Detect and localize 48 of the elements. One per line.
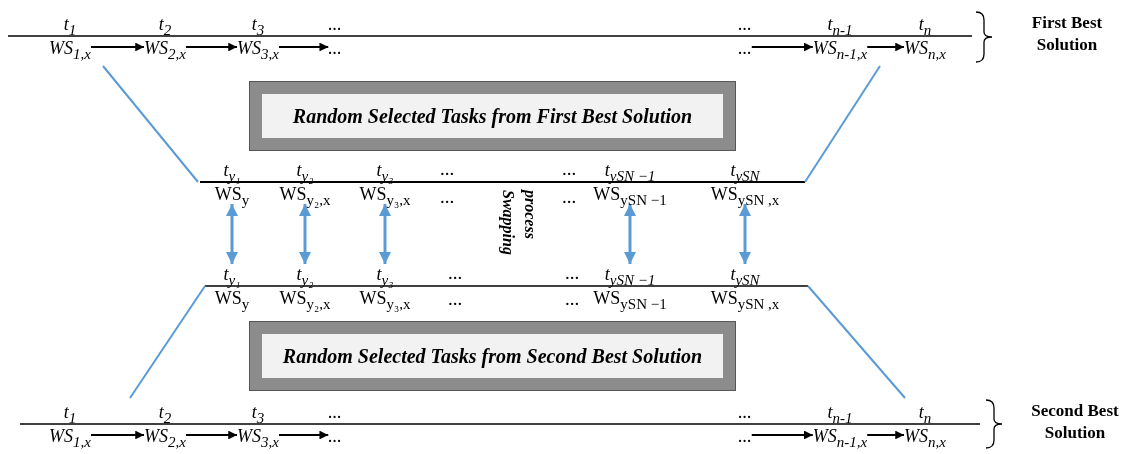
arrow xyxy=(278,430,329,440)
arrow xyxy=(299,204,311,264)
arrow xyxy=(751,42,813,52)
banner-box xyxy=(250,82,735,150)
arrow xyxy=(90,42,145,52)
arrow xyxy=(90,430,145,440)
workstation-label: ... xyxy=(328,38,342,58)
workstation-label: ... xyxy=(738,426,752,446)
task-label: t$_{1}$ xyxy=(62,402,78,422)
banner-title: Random Selected Tasks from First Best Solution xyxy=(292,104,693,128)
arrow xyxy=(185,42,238,52)
arrow xyxy=(379,204,391,264)
ellipsis-text: ... xyxy=(565,262,580,284)
task-label: t$_{3}$ xyxy=(250,14,266,34)
task-label: ... xyxy=(328,402,342,422)
arrow xyxy=(278,42,329,52)
task-label: t$_{n-1}$ xyxy=(826,14,854,34)
process-label: Swapping process xyxy=(498,190,540,257)
ellipsis-text: ... xyxy=(448,288,463,310)
bracket-label: Second Best Solution xyxy=(1030,400,1120,444)
workstation-label: ... xyxy=(328,426,342,446)
arrow xyxy=(751,430,813,440)
banner-box xyxy=(250,322,735,390)
task-label: ... xyxy=(738,14,752,34)
ellipsis-text: ... xyxy=(565,288,580,310)
ellipsis-text: ... xyxy=(562,186,577,208)
arrow xyxy=(739,204,751,264)
task-label: t$_{n}$ xyxy=(917,14,933,34)
arrow xyxy=(867,42,905,52)
task-label: t$_{2}$ xyxy=(157,402,173,422)
task-label: ... xyxy=(328,14,342,34)
ellipsis-text: ... xyxy=(448,262,463,284)
arrow xyxy=(867,430,905,440)
bracket-label: First Best Solution xyxy=(1030,12,1104,56)
task-label: t$_{n-1}$ xyxy=(826,402,854,422)
ellipsis-text: ... xyxy=(562,158,577,180)
task-label: t$_{n}$ xyxy=(917,402,933,422)
banner-title: Random Selected Tasks from Second Best Solution xyxy=(282,344,703,368)
arrow xyxy=(624,204,636,264)
task-label: t$_{3}$ xyxy=(250,402,266,422)
arrow xyxy=(226,204,238,264)
arrow xyxy=(185,430,238,440)
ellipsis-text: ... xyxy=(440,186,455,208)
ellipsis-text: ... xyxy=(440,158,455,180)
workstation-label: ... xyxy=(738,38,752,58)
task-label: t$_{1}$ xyxy=(62,14,78,34)
task-label: t$_{2}$ xyxy=(157,14,173,34)
task-label: ... xyxy=(738,402,752,422)
